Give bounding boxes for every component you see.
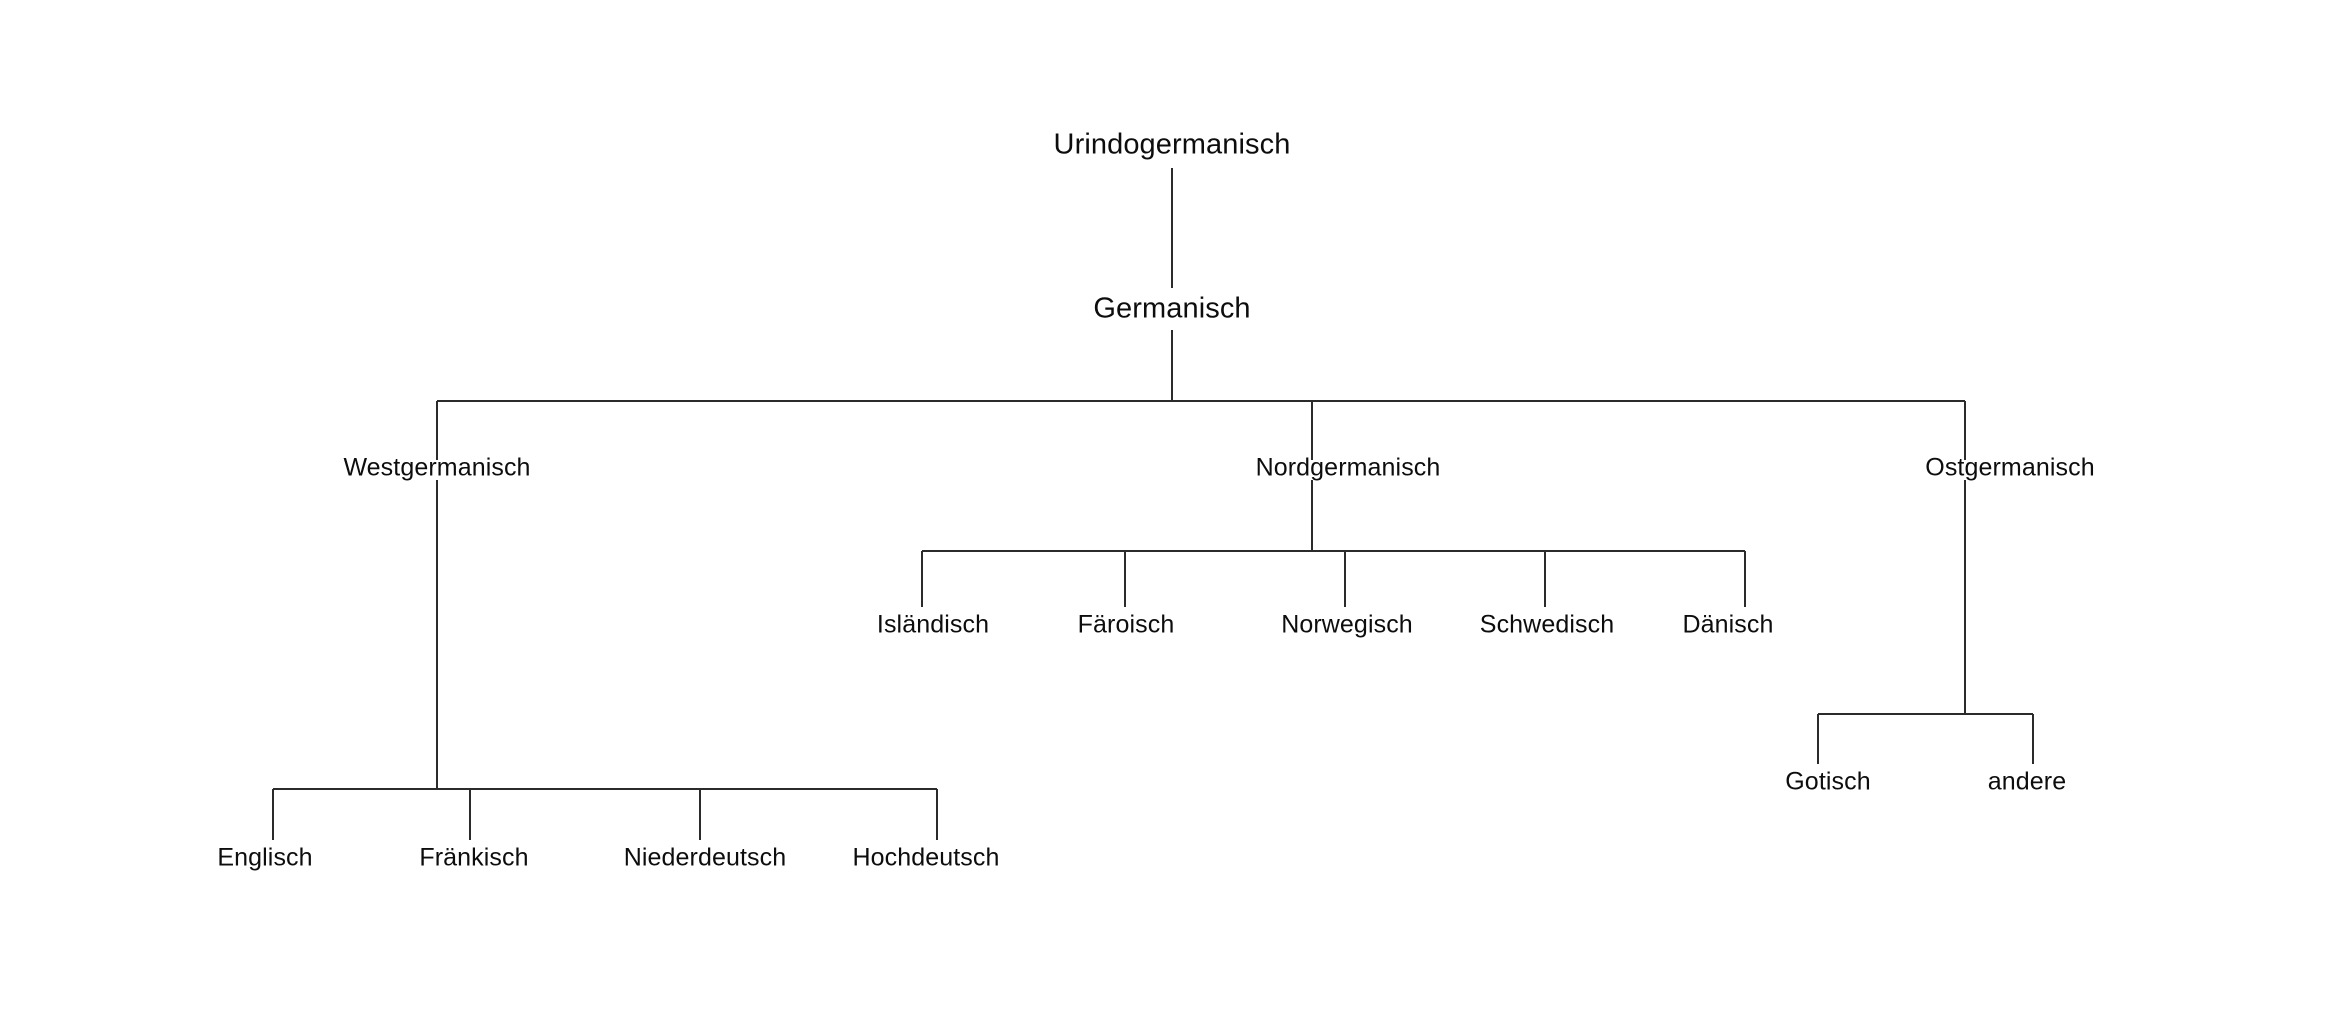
node-hochdeutsch: Hochdeutsch <box>852 843 1000 872</box>
node-urindogermanisch: Urindogermanisch <box>1053 128 1291 161</box>
node-islaendisch: Isländisch <box>876 610 990 639</box>
node-ostgermanisch: Ostgermanisch <box>1925 453 2095 482</box>
node-westgermanisch: Westgermanisch <box>343 453 531 482</box>
node-gotisch: Gotisch <box>1785 767 1871 796</box>
node-nordgermanisch: Nordgermanisch <box>1255 453 1441 482</box>
node-germanisch: Germanisch <box>1093 292 1251 325</box>
node-faeroisch: Färoisch <box>1077 610 1175 639</box>
node-fraenkisch: Fränkisch <box>419 843 529 872</box>
node-niederdeutsch: Niederdeutsch <box>623 843 787 872</box>
node-schwedisch: Schwedisch <box>1479 610 1615 639</box>
node-andere: andere <box>1987 767 2067 796</box>
node-norwegisch: Norwegisch <box>1281 610 1413 639</box>
node-englisch: Englisch <box>217 843 313 872</box>
node-daenisch: Dänisch <box>1682 610 1774 639</box>
